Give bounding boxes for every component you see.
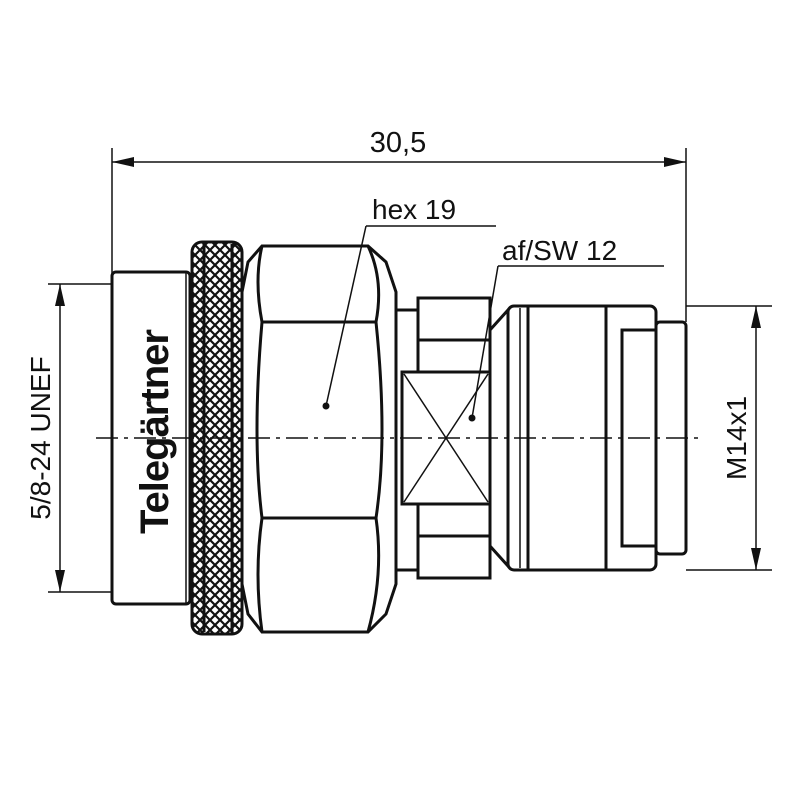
- right-arrow-bottom: [751, 548, 761, 570]
- hex-outline: [240, 244, 398, 634]
- wrench-label: af/SW 12: [502, 235, 617, 266]
- inner-ring: [620, 328, 658, 548]
- hex-leader-line: [325, 225, 367, 407]
- left-thread-label: 5/8-24 UNEF: [25, 356, 56, 519]
- hex-label: hex 19: [372, 194, 456, 225]
- left-arrow-top: [55, 284, 65, 306]
- hex-flat-bottom: [256, 516, 381, 633]
- wrench-label-leader: af/SW 12: [471, 235, 664, 419]
- arrowhead-left: [112, 157, 134, 167]
- wrench-leader-line: [471, 265, 499, 419]
- length-value: 30,5: [370, 127, 426, 159]
- right-arrow-top: [751, 306, 761, 328]
- brand-logo: Telegärtner: [133, 330, 177, 534]
- hex-19-body: [240, 244, 398, 634]
- arrowhead-right: [664, 157, 686, 167]
- overall-length-dimension: 30,5: [111, 127, 687, 322]
- left-thread-dimension: 5/8-24 UNEF: [25, 283, 112, 593]
- right-thread-dimension: M14x1: [686, 305, 772, 571]
- left-arrow-bottom: [55, 570, 65, 592]
- hex-flat-middle: [255, 321, 384, 519]
- hex-label-leader: hex 19: [325, 194, 496, 407]
- right-thread-label: M14x1: [721, 396, 752, 480]
